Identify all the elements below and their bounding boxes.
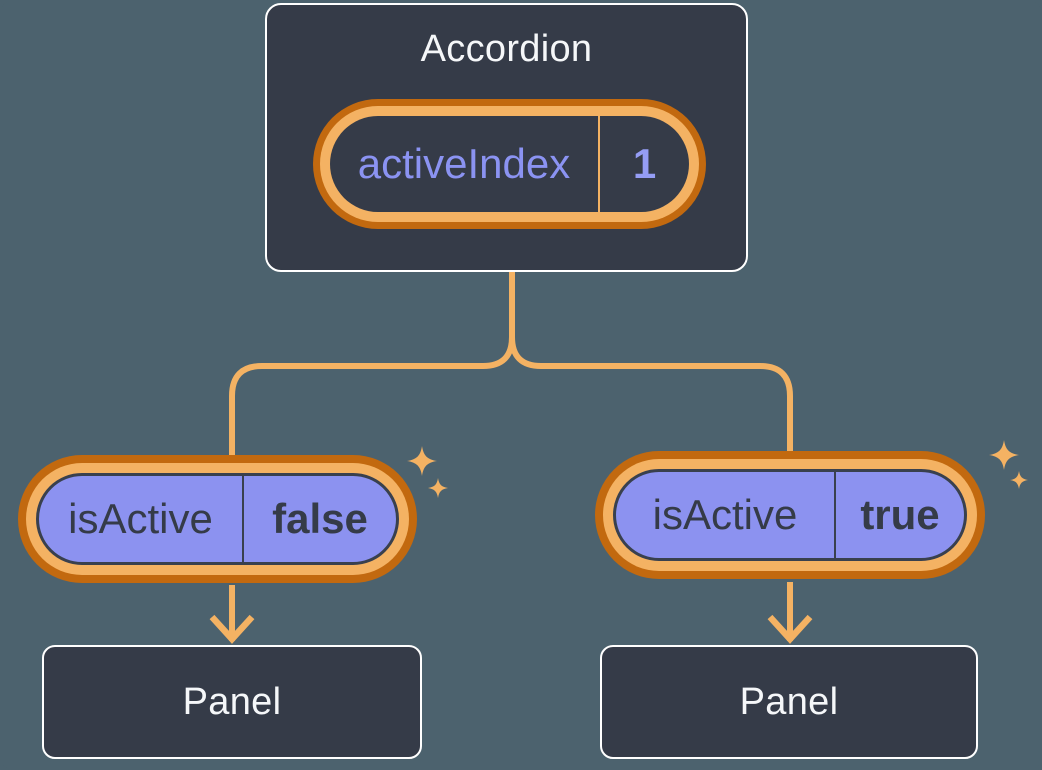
panel-node-right: Panel: [600, 645, 978, 759]
state-value-isactive: false: [272, 495, 368, 542]
pill-divider: [598, 116, 600, 212]
accordion-title: Accordion: [420, 28, 593, 70]
tree-branch-left: [229, 272, 515, 458]
child-state-pill-left: isActive false: [18, 455, 417, 583]
sparkle-icon: [428, 478, 448, 498]
pill-divider: [242, 476, 244, 562]
state-value-activeindex: 1: [632, 140, 657, 187]
accordion-state-core: activeIndex 1: [330, 116, 689, 212]
state-name-activeindex: activeIndex: [357, 140, 571, 187]
state-name-isactive: isActive: [68, 495, 213, 542]
sparkle-icon: [1010, 471, 1028, 489]
tree-branch-right: [509, 272, 793, 454]
sparkle-icon: [989, 440, 1019, 470]
child-state-core-right: isActive true: [613, 469, 967, 561]
child-state-pill-right: isActive true: [595, 451, 985, 579]
child-state-core-left: isActive false: [36, 473, 399, 565]
panel-node-left: Panel: [42, 645, 422, 759]
accordion-state-pill: activeIndex 1: [313, 99, 706, 229]
state-name-isactive: isActive: [652, 491, 798, 538]
arrow-down-icon: [209, 614, 255, 644]
accordion-node: Accordion activeIndex 1: [265, 3, 748, 272]
arrow-down-icon: [767, 614, 813, 644]
pill-divider: [834, 472, 836, 558]
state-value-isactive: true: [860, 491, 940, 538]
